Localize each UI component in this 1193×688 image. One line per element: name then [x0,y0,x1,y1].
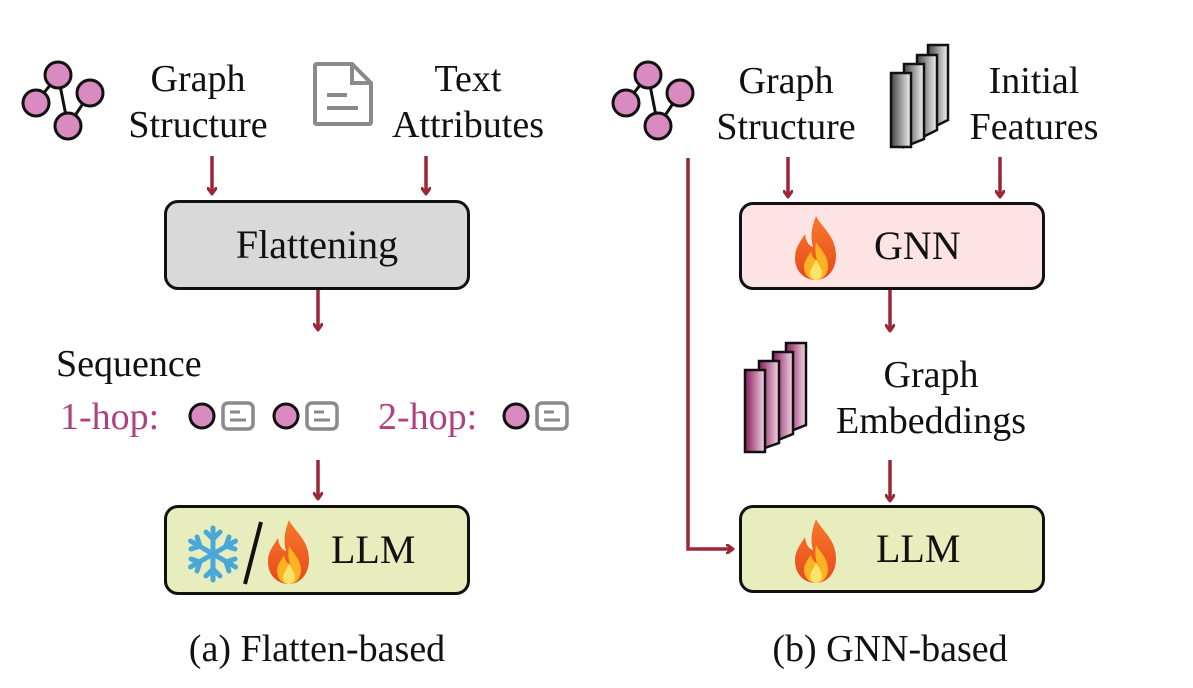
llm-box-a: LLM [164,505,470,595]
caption-b: (b) GNN-based [772,628,1008,670]
gnn-label: GNN [874,223,961,268]
label-line: Features [969,106,1099,148]
graph-icon [21,60,105,141]
graph-structure-label: Graph Structure [704,58,868,150]
llm-box-b: LLM [739,505,1045,593]
stacked-layers-icon [743,341,808,454]
slash-divider [241,520,265,591]
fire-icon [790,214,842,287]
arrows-panel-b [686,157,1000,549]
graph-structure-label: Graph Structure [116,56,280,148]
hop2-label: 2-hop: [378,396,478,438]
label-line: Graph [883,354,979,396]
arrows-panel-a [212,156,426,498]
label-line: Initial [988,60,1080,102]
label-line: Text [434,58,502,100]
label-line: Graph [150,58,246,100]
caption-a: (a) Flatten-based [188,628,446,670]
label-line: Embeddings [836,400,1026,442]
initial-features-label: Initial Features [954,58,1114,150]
flattening-label: Flattening [235,222,399,267]
graph-icon [611,60,695,141]
label-line: Graph [738,60,834,102]
flattening-box: Flattening [164,200,470,290]
stacked-layers-icon [889,43,950,149]
llm-label-b: LLM [876,526,961,571]
sequence-title: Sequence [56,343,202,385]
text-attributes-label: Text Attributes [378,56,558,148]
gnn-box: GNN [739,202,1045,290]
sequence-tokens [188,401,569,431]
document-icon [313,62,373,126]
fire-icon [263,518,315,591]
fire-icon [790,517,842,590]
hop1-label: 1-hop: [60,396,160,438]
llm-label-a: LLM [331,527,416,572]
label-line: Attributes [392,104,544,146]
snowflake-icon [183,524,243,589]
graph-embeddings-label: Graph Embeddings [816,352,1046,444]
label-line: Structure [128,104,268,146]
label-line: Structure [716,106,856,148]
